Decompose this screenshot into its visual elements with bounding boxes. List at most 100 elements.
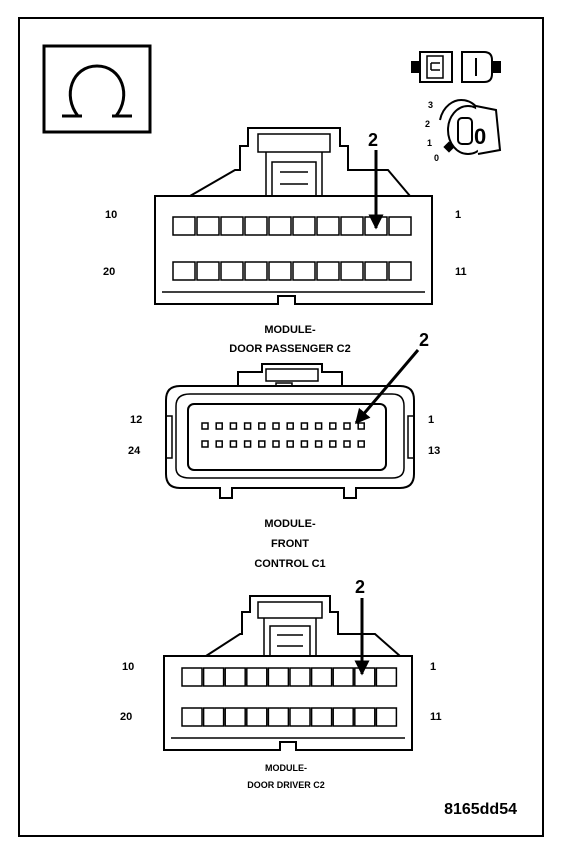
key-position-0: 0 (434, 153, 439, 163)
pin-cavity (202, 667, 225, 687)
pin-label-bottom-left: 24 (128, 445, 141, 457)
pin-cavity (272, 440, 280, 448)
pin-label-top-right: 1 (428, 414, 434, 426)
connector-title-line-1: MODULE- (264, 518, 316, 530)
pin-cavity (220, 261, 244, 281)
pin-label-bottom-right: 13 (428, 445, 440, 457)
pin-cavity (201, 440, 209, 448)
pin-label-top-left: 12 (130, 414, 142, 426)
pin-cavity (316, 216, 340, 236)
pin-cavity (310, 707, 333, 727)
pin-row-lower (181, 707, 398, 727)
pin-cavity (329, 440, 337, 448)
pin-cavity (329, 422, 337, 430)
pin-cavity (310, 667, 333, 687)
ohmmeter-symbol (42, 44, 152, 134)
disconnect-connector-icon (411, 51, 501, 83)
connector-title-line-1: MODULE- (265, 763, 307, 773)
pin-row-upper (201, 422, 365, 430)
pin-cavity (286, 440, 294, 448)
connector-title-line-1: MODULE- (264, 324, 316, 336)
pin-cavity (215, 440, 223, 448)
pin-cavity (181, 707, 203, 727)
pin-label-bottom-right: 11 (430, 711, 442, 723)
pin-cavity (268, 216, 292, 236)
pin-cavity (316, 261, 340, 281)
pin-cavity (181, 667, 203, 687)
pin-cavity (243, 422, 252, 430)
pin-cavity (229, 440, 238, 448)
pin-row-lower (201, 440, 365, 448)
pin-cavity (246, 707, 268, 727)
pin-cavity (258, 440, 266, 448)
pin-cavity (375, 667, 398, 687)
pin-cavity (343, 422, 351, 430)
pin-cavity (224, 707, 246, 727)
connector-title-line-2: FRONT (271, 538, 309, 550)
pin-cavity (354, 667, 376, 687)
figure-id: 8165dd54 (444, 801, 517, 818)
pin-label-bottom-right: 11 (455, 266, 467, 278)
pin-cavity (244, 261, 268, 281)
connector-title-line-2: DOOR DRIVER C2 (247, 780, 325, 790)
pin-cavity (224, 667, 246, 687)
connector-door-passenger-c2: 10 1 20 11 2 MODULE- DOOR PASSENGER C2 (103, 127, 467, 355)
pin-cavity (246, 667, 268, 687)
connector-door-driver-c2: 10 1 20 11 2 MODULE- DOOR DRIVER C2 (120, 577, 442, 790)
connector-title-line-2: DOOR PASSENGER C2 (229, 343, 350, 355)
pin-cavity (196, 261, 220, 281)
pin-cavity (268, 261, 292, 281)
pin-label-bottom-left: 20 (120, 711, 132, 723)
pin-cavity (172, 216, 196, 236)
pin-cavity (357, 440, 365, 448)
pin-cavity (172, 261, 196, 281)
pin-cavity (292, 216, 316, 236)
pin-row-lower (172, 261, 412, 281)
pin-label-top-right: 1 (455, 209, 461, 221)
pin-cavity (258, 422, 266, 430)
pin-cavity (229, 422, 238, 430)
pin-label-top-left: 10 (105, 209, 117, 221)
key-position-2: 2 (425, 119, 430, 129)
pin-cavity (343, 440, 351, 448)
pin-cavity (220, 216, 244, 236)
pointer-label: 2 (368, 130, 378, 150)
pin-cavity (215, 422, 223, 430)
pin-row-upper (181, 667, 398, 687)
connector-title-line-3: CONTROL C1 (254, 558, 325, 570)
pin-cavity (375, 707, 398, 727)
pointer-label: 2 (419, 330, 429, 350)
key-glyph: 0 (474, 124, 486, 149)
ignition-key-icon: 3 2 1 0 0 (425, 99, 502, 163)
pin-cavity (202, 707, 225, 727)
pin-cavity (289, 667, 311, 687)
pin-cavity (244, 216, 268, 236)
pin-cavity (267, 707, 290, 727)
diagram-frame (18, 17, 544, 837)
pin-cavity (286, 422, 294, 430)
pin-label-bottom-left: 20 (103, 266, 115, 278)
key-position-1: 1 (427, 138, 432, 148)
pin-cavity (332, 667, 354, 687)
pin-cavity (364, 261, 388, 281)
pin-cavity (300, 440, 309, 448)
pin-cavity (388, 216, 412, 236)
pin-cavity (354, 707, 376, 727)
pin-label-top-left: 10 (122, 661, 134, 673)
pin-cavity (332, 707, 354, 727)
pin-cavity (267, 667, 290, 687)
key-position-3: 3 (428, 100, 433, 110)
connector-front-control-c1: 12 1 24 13 2 MODULE- FRONT CONTROL C1 (128, 330, 440, 570)
pin-row-upper (172, 216, 412, 236)
pin-label-top-right: 1 (430, 661, 436, 673)
pin-cavity (388, 261, 412, 281)
pin-cavity (314, 440, 323, 448)
pin-cavity (300, 422, 309, 430)
pin-cavity (289, 707, 311, 727)
pin-cavity (357, 422, 365, 430)
pin-cavity (196, 216, 220, 236)
pin-cavity (292, 261, 316, 281)
pin-cavity (340, 261, 364, 281)
pointer-arrow (354, 349, 420, 425)
